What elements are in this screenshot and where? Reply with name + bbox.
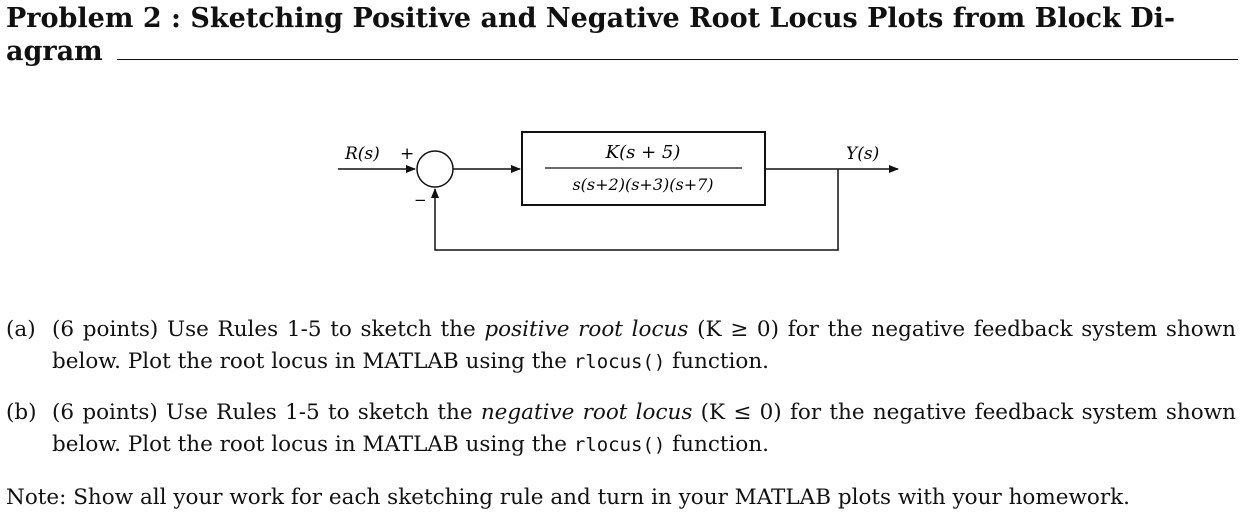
- part-b-code: rlocus(): [573, 434, 666, 456]
- part-a-end: function.: [672, 349, 770, 374]
- tf-numerator: K(s + 5): [605, 142, 681, 163]
- part-a-code: rlocus(): [573, 351, 666, 373]
- part-a-emph: positive root locus: [484, 317, 689, 342]
- title-rule: [116, 59, 1238, 60]
- homework-note: Note: Show all your work for each sketch…: [6, 485, 1130, 510]
- part-a: (a) (6 points) Use Rules 1-5 to sketch t…: [6, 314, 1236, 378]
- part-b-points: (6 points) Use Rules 1-5 to sketch the: [52, 400, 473, 425]
- problem-title: Problem 2 : Sketching Positive and Negat…: [6, 2, 1238, 68]
- part-b-emph: negative root locus: [480, 400, 693, 425]
- part-b: (b) (6 points) Use Rules 1-5 to sketch t…: [6, 397, 1236, 461]
- feedback-path: [431, 169, 839, 251]
- part-b-condition: (K ≤ 0): [700, 400, 782, 425]
- tf-denominator: s(s+2)(s+3)(s+7): [572, 175, 713, 194]
- input-label: R(s): [344, 144, 380, 164]
- part-a-label: (a): [6, 317, 36, 342]
- part-b-label: (b): [6, 400, 37, 425]
- problem-title-line2: agram: [6, 36, 103, 67]
- problem-title-line1: Problem 2 : Sketching Positive and Negat…: [6, 3, 1176, 34]
- plus-sign: +: [400, 144, 414, 164]
- part-a-condition: (K ≥ 0): [697, 317, 780, 342]
- part-b-rest: for the negative feedback system shown b…: [52, 400, 1236, 457]
- part-a-points: (6 points) Use Rules 1-5 to sketch the: [52, 317, 476, 342]
- part-a-rest: for the negative feedback system shown b…: [52, 317, 1236, 374]
- minus-sign: −: [414, 191, 427, 209]
- part-b-end: function.: [672, 432, 770, 457]
- block-diagram: R(s) + − K(s + 5) s(s+2)(s+3)(s+7) Y(s): [338, 131, 899, 251]
- summing-junction: [416, 150, 454, 188]
- output-label: Y(s): [846, 144, 879, 164]
